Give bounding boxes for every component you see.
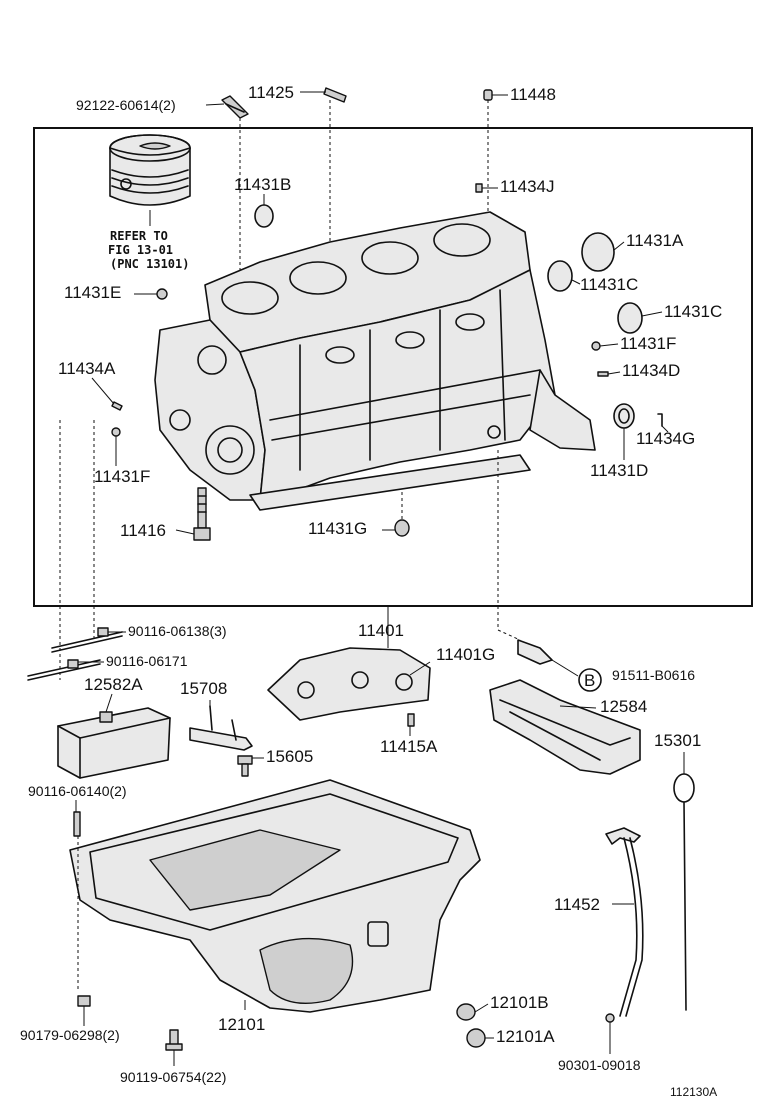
callout-label: 92122-60614(2) — [76, 97, 176, 113]
callout-label: 15605 — [266, 747, 313, 766]
plug-12101A — [466, 1028, 486, 1048]
callout-label: 11434D — [622, 361, 680, 380]
strainer-12584 — [489, 679, 641, 775]
callout-label: 90116-06138(3) — [128, 623, 227, 639]
pin-11434A — [111, 401, 123, 411]
callout-label: 90179-06298(2) — [20, 1027, 120, 1043]
callout-label: 11431E — [64, 283, 121, 302]
callout-label: 12584 — [600, 697, 647, 716]
callout-label: 12101 — [218, 1015, 265, 1034]
callout-label: 11431C — [580, 275, 638, 294]
callout-label: 11452 — [554, 895, 600, 914]
plug-11431F-left — [111, 427, 121, 437]
pin-11434G — [657, 413, 663, 427]
plug-11431C-lower — [617, 302, 643, 334]
bolt-92122 — [221, 95, 249, 285]
pin-11434J — [475, 183, 483, 193]
baffle-12582A — [57, 707, 171, 779]
callout-label: 15301 — [654, 731, 701, 750]
nozzle-11401G — [517, 639, 553, 665]
stud-90116-06140 — [73, 811, 81, 990]
plug-11431F-right — [591, 341, 601, 351]
callout-label: 12582A — [84, 675, 143, 694]
plug-11431E — [156, 288, 168, 300]
callout-label: 11416 — [120, 521, 166, 540]
callout-label: 11431A — [626, 231, 684, 250]
callout-label: 90119-06754(22) — [120, 1069, 226, 1085]
callout-label: B — [584, 671, 595, 690]
callout-label: 11434G — [636, 429, 695, 448]
bearing-cap-11401 — [267, 618, 431, 721]
diagram-id: 112130A — [670, 1085, 717, 1099]
callout-label: 11431B — [234, 175, 291, 194]
plug-11431B — [254, 204, 274, 228]
callout-label: 11448 — [510, 85, 556, 104]
bolt-11416 — [193, 487, 211, 541]
callout-label: 11431C — [664, 302, 722, 321]
callout-label: 90301-09018 — [558, 1057, 641, 1073]
plug-12101B — [456, 1003, 476, 1021]
bolt-90179 — [77, 995, 91, 1007]
cylinder-block-drawing — [154, 211, 596, 511]
bolt-90119 — [165, 1029, 183, 1051]
dipstick-15301 — [673, 773, 695, 1011]
bracket-15708 — [189, 705, 253, 751]
callout-label: 11431G — [308, 519, 367, 538]
seal-11431D — [613, 403, 635, 429]
bolt-11415A — [407, 713, 415, 727]
callout-label: 90116-06140(2) — [28, 783, 127, 799]
reference-circle-b — [578, 668, 602, 692]
pin-11434D — [597, 371, 609, 377]
callout-label: 11401G — [436, 645, 495, 664]
callout-label: 11401 — [358, 621, 404, 640]
dash-line — [497, 629, 521, 641]
stud-11425 — [323, 87, 347, 250]
reference-note-line3: (PNC 13101) — [110, 257, 189, 271]
callout-label: 11431F — [94, 467, 150, 486]
plug-11448 — [483, 89, 493, 230]
bolt-90116-06171 — [27, 659, 101, 681]
bolt-15605 — [237, 755, 253, 777]
leader-lines — [75, 91, 685, 1066]
plug-11431C-upper — [547, 260, 573, 292]
oil-pan-12101 — [69, 779, 481, 1013]
plug-11431A — [581, 232, 615, 272]
callout-label: 15708 — [180, 679, 227, 698]
piston-drawing — [109, 134, 191, 226]
callout-label: 90116-06171 — [106, 653, 188, 669]
callout-label: 91511-B0616 — [612, 667, 695, 683]
callout-label: 11431F — [620, 334, 676, 353]
callout-label: 11434A — [58, 359, 116, 378]
cylinder-block-frame — [33, 127, 753, 607]
dipstick-guide-11452 — [605, 827, 644, 1017]
callout-label: 11431D — [590, 461, 648, 480]
reference-note-line2: FIG 13-01 — [108, 243, 173, 257]
callout-label: 11434J — [500, 177, 555, 196]
reference-note-line1: REFER TO — [110, 229, 168, 243]
callout-label: 12101B — [490, 993, 549, 1012]
callout-label: 11415A — [380, 737, 438, 756]
callout-label: 11425 — [248, 83, 294, 102]
callout-label: 12101A — [496, 1027, 555, 1046]
washer-90301 — [605, 1013, 615, 1023]
